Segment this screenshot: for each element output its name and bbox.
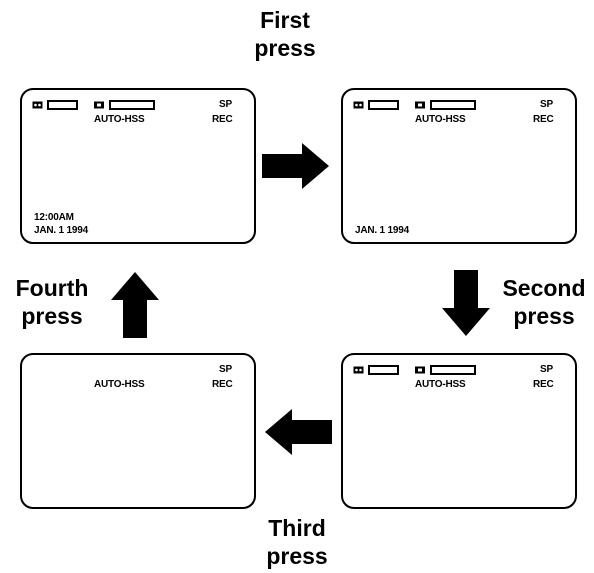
arrow-down-icon: [442, 270, 490, 336]
screen-after-first-press: SP AUTO-HSS REC JAN. 1 1994: [341, 88, 577, 244]
tape-remaining-bar: [368, 365, 399, 375]
third-press-label: Third press: [252, 514, 342, 570]
date-display: JAN. 1 1994: [355, 225, 409, 236]
third-press-word-2: press: [266, 543, 328, 569]
sp-indicator: SP: [219, 99, 232, 110]
fourth-press-label: Fourth press: [2, 274, 102, 330]
screen-after-third-press: SP AUTO-HSS REC: [20, 353, 256, 509]
screen-initial: SP AUTO-HSS REC 12:00AM JAN. 1 1994: [20, 88, 256, 244]
arrow-left-icon: [265, 409, 332, 455]
cassette-icon: [353, 366, 364, 374]
battery-level-bar: [430, 365, 476, 375]
fourth-press-word-2: press: [21, 303, 83, 329]
sp-indicator: SP: [540, 364, 553, 375]
rec-indicator: REC: [533, 114, 554, 125]
auto-hss-indicator: AUTO-HSS: [94, 379, 145, 390]
first-press-word-2: press: [254, 35, 316, 61]
sp-indicator: SP: [540, 99, 553, 110]
sp-indicator: SP: [219, 364, 232, 375]
first-press-label: First press: [250, 6, 320, 62]
third-press-word: Third: [268, 515, 326, 541]
rec-indicator: REC: [212, 379, 233, 390]
rec-indicator: REC: [533, 379, 554, 390]
battery-icon: [94, 101, 104, 109]
second-press-word: Second: [502, 275, 586, 301]
battery-level-bar: [109, 100, 155, 110]
arrow-up-icon: [111, 272, 159, 338]
arrow-right-icon: [262, 143, 329, 189]
fourth-press-word: Fourth: [15, 275, 89, 301]
second-press-word-2: press: [513, 303, 575, 329]
battery-level-bar: [430, 100, 476, 110]
time-display: 12:00AM: [34, 212, 74, 223]
auto-hss-indicator: AUTO-HSS: [94, 114, 145, 125]
cassette-icon: [32, 101, 43, 109]
auto-hss-indicator: AUTO-HSS: [415, 379, 466, 390]
date-display: JAN. 1 1994: [34, 225, 88, 236]
tape-remaining-bar: [47, 100, 78, 110]
screen-after-second-press: SP AUTO-HSS REC: [341, 353, 577, 509]
second-press-label: Second press: [494, 274, 594, 330]
auto-hss-indicator: AUTO-HSS: [415, 114, 466, 125]
battery-icon: [415, 101, 425, 109]
first-press-word: First: [260, 7, 310, 33]
cassette-icon: [353, 101, 364, 109]
tape-remaining-bar: [368, 100, 399, 110]
rec-indicator: REC: [212, 114, 233, 125]
battery-icon: [415, 366, 425, 374]
